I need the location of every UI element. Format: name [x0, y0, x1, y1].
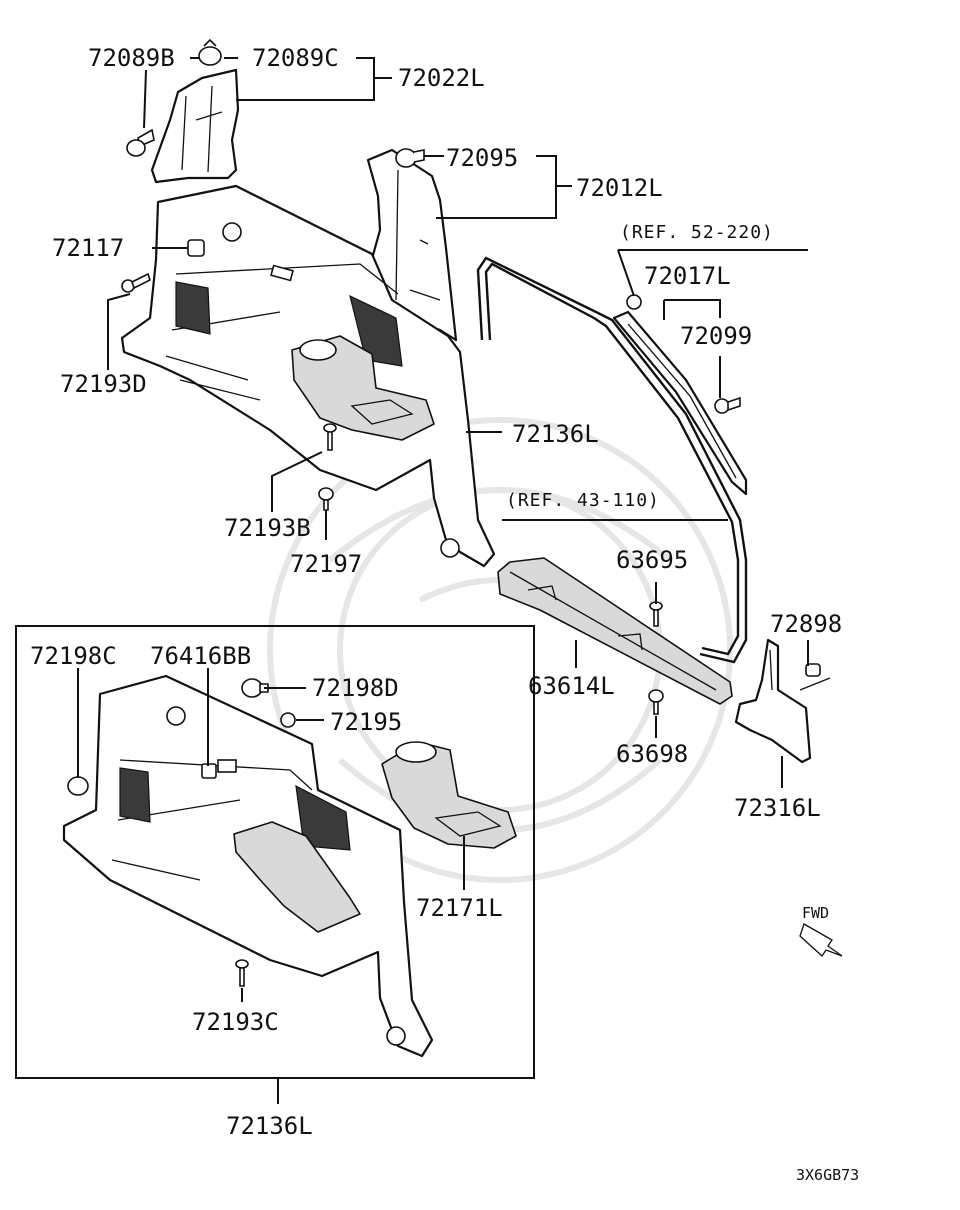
clip-72095: [395, 148, 425, 168]
label-72089C: 72089C: [252, 44, 339, 72]
screw-72193C: [235, 959, 249, 987]
label-72198D: 72198D: [312, 674, 399, 702]
label-72022L: 72022L: [398, 64, 485, 92]
end-trim-72316L: [734, 638, 831, 764]
cupholder-tray-72171L: [381, 741, 517, 849]
label-63614L: 63614L: [528, 672, 615, 700]
assembly-inset-box: [15, 625, 535, 1079]
label-72316L: 72316L: [734, 794, 821, 822]
label-72198C: 72198C: [30, 642, 117, 670]
label-72195: 72195: [330, 708, 402, 736]
clip-72198D: [241, 678, 269, 698]
clip-72089C: [198, 38, 222, 66]
cupholder-tray-upper: [291, 335, 435, 441]
label-72898: 72898: [770, 610, 842, 638]
part-labels: 72089B 72089C 72022L 72095 72012L 72117 …: [30, 44, 859, 1184]
screw-72089B: [126, 128, 155, 157]
quarter-trim-lower-72136L: [62, 674, 434, 1058]
door-opening-weatherstrip: [476, 256, 748, 664]
clip-63698: [648, 689, 664, 715]
pillar-trim-72022L: [150, 68, 240, 184]
leader-lines: [77, 57, 809, 1104]
label-72099: 72099: [680, 322, 752, 350]
label-ref-52-220: (REF. 52-220): [620, 222, 774, 243]
clip-72197: [318, 487, 334, 511]
clip-72195: [280, 712, 296, 728]
clip-72117: [187, 239, 205, 257]
label-72117: 72117: [52, 234, 124, 262]
label-72193D: 72193D: [60, 370, 147, 398]
label-72136L-top: 72136L: [512, 420, 599, 448]
label-76416BB: 76416BB: [150, 642, 251, 670]
diagram-code: 3X6GB73: [796, 1166, 859, 1184]
label-72193B: 72193B: [224, 514, 311, 542]
clip-ref52: [626, 294, 642, 310]
scuff-plate-63614L: [497, 557, 733, 705]
label-72197: 72197: [290, 550, 362, 578]
label-72193C: 72193C: [192, 1008, 279, 1036]
label-72136L-bottom: 72136L: [226, 1112, 313, 1140]
label-fwd: FWD: [802, 904, 829, 922]
label-63695: 63695: [616, 546, 688, 574]
screw-63695: [649, 601, 663, 627]
label-72089B: 72089B: [88, 44, 175, 72]
clip-72198C: [67, 776, 89, 796]
screw-72193B: [323, 423, 337, 451]
label-72095: 72095: [446, 144, 518, 172]
label-72171L: 72171L: [416, 894, 503, 922]
fwd-arrow-icon: [799, 923, 843, 957]
screw-72193D: [121, 272, 151, 293]
clip-72099: [714, 396, 741, 414]
door-garnish-72017L: [612, 310, 748, 496]
clip-72898: [805, 663, 821, 677]
label-63698: 63698: [616, 740, 688, 768]
label-ref-43-110: (REF. 43-110): [506, 490, 660, 511]
label-72012L: 72012L: [576, 174, 663, 202]
label-72017L: 72017L: [644, 262, 731, 290]
